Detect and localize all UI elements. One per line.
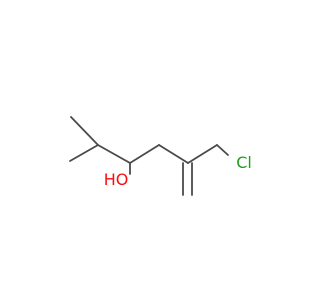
bond-methyl-upper [70, 116, 99, 146]
bond-isopropyl-carbinol [97, 144, 131, 164]
chlorine-label: Cl [236, 153, 252, 172]
bond-alkene-chloromethyl [187, 144, 218, 164]
molecule-structure: HO Cl [69, 116, 252, 196]
bond-methyl-lower [69, 144, 99, 162]
bond-carbinol-methylene [129, 144, 160, 164]
bond-chloromethyl-chlorine [216, 144, 229, 156]
carbon-skeleton [69, 116, 229, 196]
hydroxyl-label: HO [104, 170, 129, 189]
bond-methylene-alkene [158, 144, 189, 164]
